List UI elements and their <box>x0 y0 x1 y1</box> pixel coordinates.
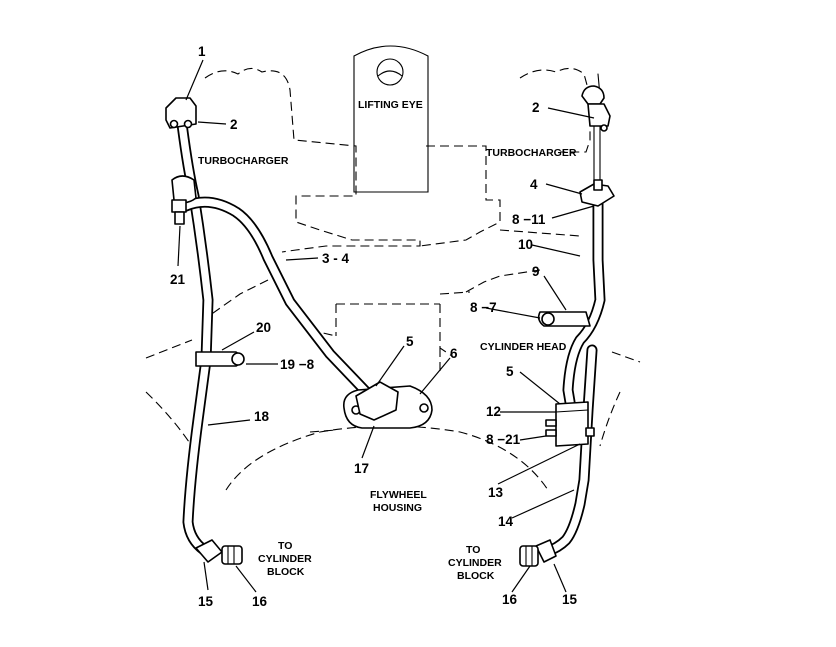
callout-16-right: 16 <box>502 592 518 607</box>
callout-10: 10 <box>518 237 533 252</box>
connector-16-right <box>519 545 539 567</box>
label-cylinder-right: CYLINDER <box>448 557 502 569</box>
callout-8-21: 8 −21 <box>486 432 521 447</box>
callout-2-left: 2 <box>230 117 238 132</box>
callout-3-4: 3 - 4 <box>322 251 350 266</box>
fittings <box>165 85 615 567</box>
callout-1: 1 <box>198 44 206 59</box>
label-housing: HOUSING <box>373 502 422 514</box>
lifting-eye-bracket <box>353 45 429 193</box>
pipes <box>176 73 606 558</box>
callout-8-7: 8 −7 <box>470 300 497 315</box>
text-labels: LIFTING EYE TURBOCHARGER TURBOCHARGER CY… <box>198 99 577 582</box>
callout-2-right: 2 <box>532 100 540 115</box>
callouts: 1 2 21 3 - 4 20 19 −8 18 5 6 17 15 16 2 … <box>170 44 578 609</box>
label-cylinder-head: CYLINDER HEAD <box>480 341 567 353</box>
elbow-2-right <box>581 85 605 105</box>
callout-20: 20 <box>256 320 271 335</box>
left-turbo-outline <box>204 67 421 253</box>
callout-12: 12 <box>486 404 501 419</box>
callout-18: 18 <box>254 409 270 424</box>
leader-lines <box>177 59 595 593</box>
callout-15-right: 15 <box>562 592 578 607</box>
callout-13: 13 <box>488 485 504 500</box>
callout-4: 4 <box>530 177 538 192</box>
label-flywheel: FLYWHEEL <box>370 489 427 501</box>
callout-14: 14 <box>498 514 514 529</box>
label-cylinder-left: CYLINDER <box>258 553 312 565</box>
callout-16-left: 16 <box>252 594 268 609</box>
label-block-left: BLOCK <box>267 566 305 578</box>
callout-17: 17 <box>354 461 369 476</box>
callout-5-right: 5 <box>506 364 514 379</box>
cylinder-head-outline <box>335 269 541 357</box>
label-turbocharger-left: TURBOCHARGER <box>198 155 289 167</box>
connector-16-left <box>221 545 243 565</box>
elbow-5-left <box>355 381 399 421</box>
callout-15-left: 15 <box>198 594 214 609</box>
label-to-right: TO <box>466 544 480 556</box>
callout-19-8: 19 −8 <box>280 357 315 372</box>
callout-6: 6 <box>450 346 458 361</box>
block-12 <box>555 401 589 447</box>
callout-8-11: 8 −11 <box>512 212 546 227</box>
label-turbocharger-right: TURBOCHARGER <box>486 147 577 159</box>
label-to-left: TO <box>278 540 292 552</box>
fitting-15-right <box>535 539 557 563</box>
callout-5-left: 5 <box>406 334 414 349</box>
tee-fitting-21 <box>171 175 197 204</box>
right-turbo-outline <box>419 67 591 247</box>
callout-9: 9 <box>532 264 540 279</box>
label-lifting-eye: LIFTING EYE <box>358 99 423 111</box>
lifting-eye-hole <box>376 58 404 86</box>
callout-21: 21 <box>170 272 186 287</box>
label-block-right: BLOCK <box>457 570 495 582</box>
